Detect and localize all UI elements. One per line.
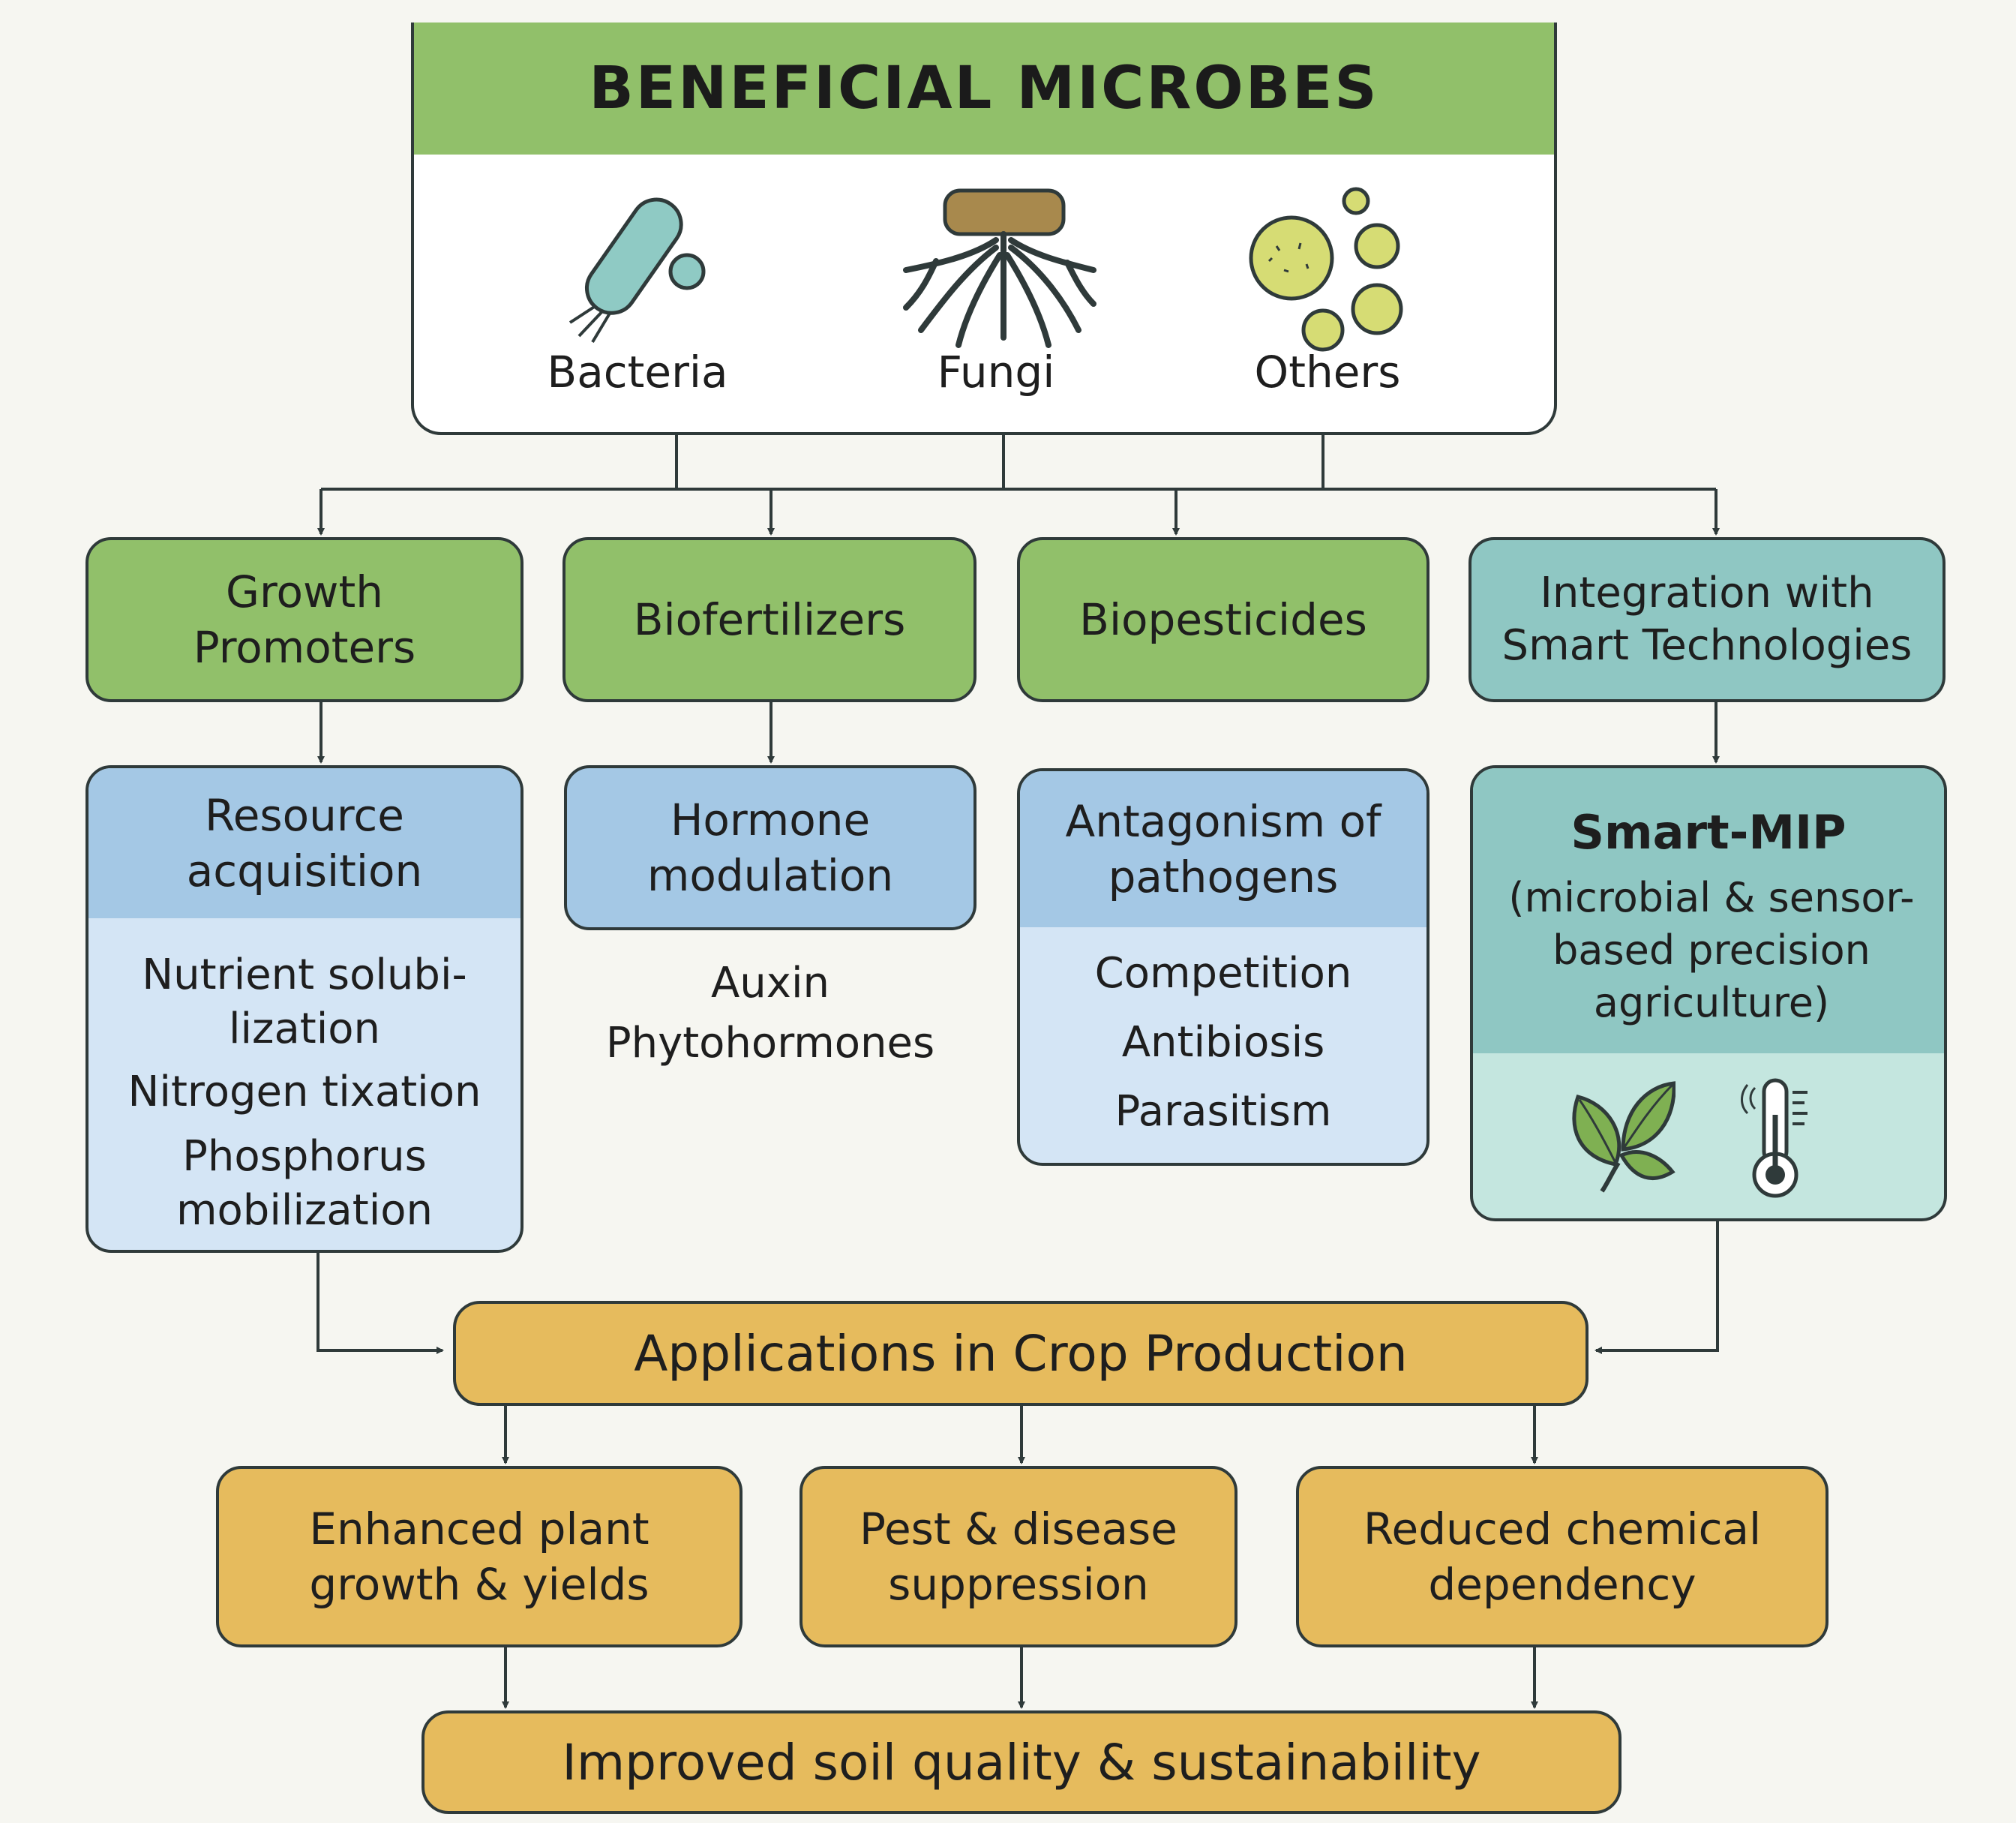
detail-nutrient-solubi: Nutrient solubi- <box>142 951 467 999</box>
microbe-label-others: Others <box>1254 347 1401 398</box>
category-growth-promoters: Growth Promoters <box>86 537 524 702</box>
outcome-plant-growth: Enhanced plant growth & yields <box>216 1466 742 1647</box>
category-biofertilizers-label: Biofertilizers <box>633 594 906 645</box>
smart-mip-title: Smart-MIP <box>1570 804 1846 860</box>
diagram-title: BENEFICIAL MICROBES <box>414 23 1554 155</box>
detail-phytohormones: Phytohormones <box>605 1019 935 1068</box>
final-outcome-box: Improved soil quality & sustainability <box>422 1710 1622 1814</box>
outcome-reduced-chemical-label: Reduced chemical dependency <box>1363 1503 1762 1610</box>
detail-antibiosis: Antibiosis <box>1121 1018 1325 1067</box>
applications-label: Applications in Crop Production <box>634 1324 1408 1383</box>
detail-nitrogen-fixation: Nitrogen tixation <box>128 1068 482 1116</box>
bacteria-icon <box>540 176 750 356</box>
category-biopesticides: Biopesticides <box>1017 537 1430 702</box>
mechanism-resource-acquisition: Resource acquisition Nutrient solubi- li… <box>86 765 524 1253</box>
detail-parasitism: Parasitism <box>1114 1087 1332 1136</box>
detail-mobilization: mobilization <box>176 1186 433 1235</box>
outcome-reduced-chemical: Reduced chemical dependency <box>1296 1466 1828 1647</box>
category-smart-technologies: Integration with Smart Technologies <box>1468 537 1946 702</box>
category-biofertilizers: Biofertilizers <box>562 537 976 702</box>
mechanism-hormone-modulation-title: Hormone modulation <box>646 794 894 901</box>
mechanism-smart-mip: Smart-MIP (microbial & sensor-based prec… <box>1470 765 1947 1221</box>
mechanism-resource-acquisition-title: Resource acquisition <box>88 768 520 918</box>
category-growth-promoters-label: Growth Promoters <box>193 566 416 673</box>
detail-phosphorus: Phosphorus <box>182 1132 427 1181</box>
leaf-icon <box>1563 1074 1676 1194</box>
microbe-label-bacteria: Bacteria <box>547 347 728 398</box>
outcome-pest-suppression-label: Pest & disease suppression <box>860 1503 1178 1610</box>
detail-lization: lization <box>228 1005 381 1053</box>
detail-auxin: Auxin <box>711 959 830 1008</box>
outcome-pest-suppression: Pest & disease suppression <box>800 1466 1238 1647</box>
category-biopesticides-label: Biopesticides <box>1079 594 1367 645</box>
outcome-plant-growth-label: Enhanced plant growth & yields <box>309 1503 650 1610</box>
final-outcome-label: Improved soil quality & sustainability <box>562 1733 1481 1791</box>
detail-competition: Competition <box>1094 949 1352 998</box>
smart-mip-header: Smart-MIP (microbial & sensor-based prec… <box>1473 768 1944 1053</box>
beneficial-microbes-box: BENEFICIAL MICROBES Bacteria <box>411 23 1557 435</box>
mechanism-hormone-modulation: Hormone modulation <box>564 765 976 930</box>
fungi-icon <box>891 180 1101 353</box>
thermometer-icon <box>1736 1070 1818 1205</box>
applications-box: Applications in Crop Production <box>453 1301 1588 1406</box>
smart-mip-description: (microbial & sensor-based precision agri… <box>1508 874 1915 1026</box>
others-icon <box>1239 183 1419 356</box>
category-smart-technologies-label: Integration with Smart Technologies <box>1502 569 1912 670</box>
microbe-label-fungi: Fungi <box>937 347 1055 398</box>
mechanism-antagonism-title: Antagonism of pathogens <box>1020 771 1426 927</box>
mechanism-antagonism: Antagonism of pathogens Competition Anti… <box>1017 768 1430 1166</box>
